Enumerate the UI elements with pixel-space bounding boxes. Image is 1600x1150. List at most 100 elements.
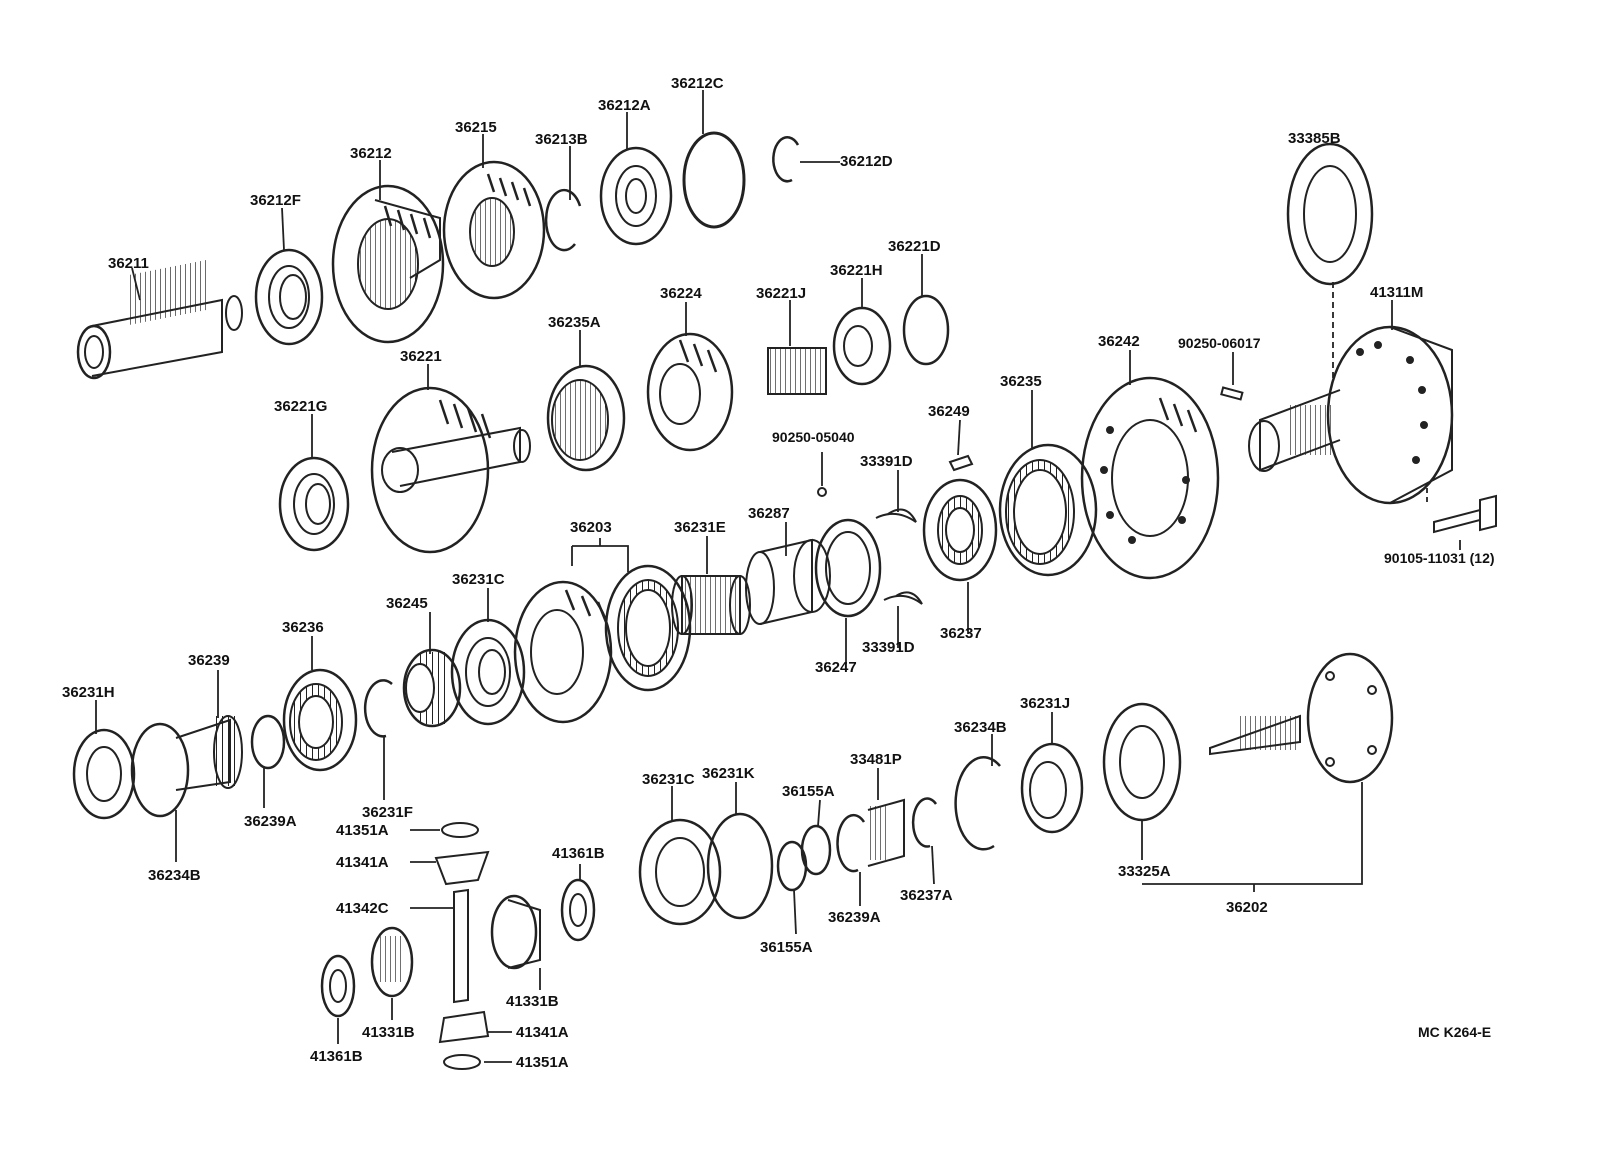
flange-housing-41311M bbox=[1248, 325, 1454, 505]
bearing-36231C-upper bbox=[450, 618, 526, 726]
label-41351A-top: 41351A bbox=[336, 822, 389, 839]
label-36236: 36236 bbox=[282, 619, 324, 636]
key-36249 bbox=[948, 454, 974, 472]
needle-bearing-36231E bbox=[671, 575, 751, 635]
side-gear-41331B-right bbox=[490, 894, 541, 970]
bearing-36212A bbox=[599, 146, 673, 246]
label-90250-06017: 90250-06017 bbox=[1178, 335, 1261, 351]
label-36235: 36235 bbox=[1000, 373, 1042, 390]
label-36287: 36287 bbox=[748, 505, 790, 522]
leader-lines bbox=[95, 90, 1461, 1063]
label-36202: 36202 bbox=[1226, 899, 1268, 916]
input-shaft-part bbox=[76, 259, 243, 380]
label-41341A-bottom: 41341A bbox=[516, 1024, 569, 1041]
clip-36212D bbox=[772, 136, 800, 183]
washer-41351A-lower bbox=[443, 1054, 481, 1070]
label-36213B: 36213B bbox=[535, 131, 588, 148]
label-36215: 36215 bbox=[455, 119, 497, 136]
label-36234B-right: 36234B bbox=[954, 719, 1007, 736]
label-33391D-top: 33391D bbox=[860, 453, 913, 470]
label-36231C-top: 36231C bbox=[452, 571, 505, 588]
label-41361B-left: 41361B bbox=[310, 1048, 363, 1065]
hub-36237 bbox=[922, 478, 998, 582]
label-36235A: 36235A bbox=[548, 314, 601, 331]
label-90250-05040: 90250-05040 bbox=[772, 429, 855, 445]
label-41342C: 41342C bbox=[336, 900, 389, 917]
pin-90250-06017 bbox=[1220, 386, 1244, 401]
label-41311M: 41311M bbox=[1370, 284, 1423, 301]
label-36239A-left: 36239A bbox=[244, 813, 297, 830]
bearing-36212F bbox=[254, 248, 324, 346]
label-36245: 36245 bbox=[386, 595, 428, 612]
label-36221: 36221 bbox=[400, 348, 442, 365]
label-36231C-bottom: 36231C bbox=[642, 771, 695, 788]
label-36155A-bottom: 36155A bbox=[760, 939, 813, 956]
spring-33391D-top bbox=[875, 508, 917, 523]
snap-ring-36213B bbox=[544, 188, 582, 252]
sleeve-36287 bbox=[745, 538, 831, 625]
washer-41361B-left bbox=[320, 954, 356, 1018]
counter-gear-36221 bbox=[370, 386, 531, 554]
label-36221J: 36221J bbox=[756, 285, 806, 302]
output-shaft-36202 bbox=[1209, 652, 1394, 784]
label-36211: 36211 bbox=[108, 255, 149, 272]
ring-36234B-right bbox=[954, 756, 1001, 851]
label-36231H: 36231H bbox=[62, 684, 115, 701]
pinion-41341A-upper bbox=[434, 850, 490, 886]
label-41351A-bottom: 41351A bbox=[516, 1054, 569, 1071]
snap-ring-36231F bbox=[363, 679, 393, 738]
label-36242: 36242 bbox=[1098, 333, 1140, 350]
seal-33385B bbox=[1286, 142, 1374, 286]
bearing-36231C-lower bbox=[638, 818, 722, 926]
pinion-41341A-lower bbox=[438, 1010, 490, 1044]
hub-36236 bbox=[282, 668, 358, 772]
bearing-36231J bbox=[1020, 742, 1084, 834]
label-36231E: 36231E bbox=[674, 519, 726, 536]
label-33385B: 33385B bbox=[1288, 130, 1341, 147]
label-36231F: 36231F bbox=[362, 804, 413, 821]
gear-36215 bbox=[442, 160, 546, 300]
label-36203: 36203 bbox=[570, 519, 612, 536]
diagram-reference-code: MC K264-E bbox=[1418, 1024, 1491, 1040]
gear-36224 bbox=[646, 332, 734, 452]
label-41341A-top: 41341A bbox=[336, 854, 389, 871]
label-36212: 36212 bbox=[350, 145, 392, 162]
bearing-36221H bbox=[832, 306, 892, 386]
snap-ring-36237A bbox=[911, 797, 938, 848]
label-33391D-bottom: 33391D bbox=[862, 639, 915, 656]
side-gear-41331B-left bbox=[370, 926, 414, 998]
label-36234B-left: 36234B bbox=[148, 867, 201, 884]
washer-41351A-upper bbox=[441, 822, 479, 838]
shaft-41342C bbox=[453, 888, 469, 1004]
label-36247: 36247 bbox=[815, 659, 857, 676]
label-36239A-right: 36239A bbox=[828, 909, 881, 926]
ring-36239A-left bbox=[250, 714, 286, 770]
part-labels: 36211 36212F 36212 36215 36213B 36212A 3… bbox=[62, 75, 1495, 1071]
ring-36247 bbox=[814, 518, 882, 618]
gear-36212 bbox=[331, 184, 445, 344]
spring-33391D-bottom bbox=[883, 591, 923, 605]
cage-36221J bbox=[767, 347, 827, 395]
label-33481P: 33481P bbox=[850, 751, 902, 768]
label-36221H: 36221H bbox=[830, 262, 883, 279]
label-33325A: 33325A bbox=[1118, 863, 1171, 880]
gear-36242 bbox=[1080, 376, 1220, 580]
label-36212F: 36212F bbox=[250, 192, 301, 209]
label-36231J: 36231J bbox=[1020, 695, 1070, 712]
label-41361B-right: 41361B bbox=[552, 845, 605, 862]
gear-36239 bbox=[175, 715, 243, 791]
label-36237: 36237 bbox=[940, 625, 982, 642]
label-36212A: 36212A bbox=[598, 97, 651, 114]
label-41331B-left: 41331B bbox=[362, 1024, 415, 1041]
ring-36239A-right bbox=[836, 813, 866, 873]
ring-36221D bbox=[902, 294, 950, 366]
label-36224: 36224 bbox=[660, 285, 702, 302]
needle-bearing-36235A bbox=[546, 364, 626, 472]
ring-36212C bbox=[682, 131, 746, 229]
label-36249: 36249 bbox=[928, 403, 970, 420]
bearing-36221G bbox=[278, 456, 350, 552]
label-36212C: 36212C bbox=[671, 75, 724, 92]
gear-36245 bbox=[402, 648, 462, 728]
